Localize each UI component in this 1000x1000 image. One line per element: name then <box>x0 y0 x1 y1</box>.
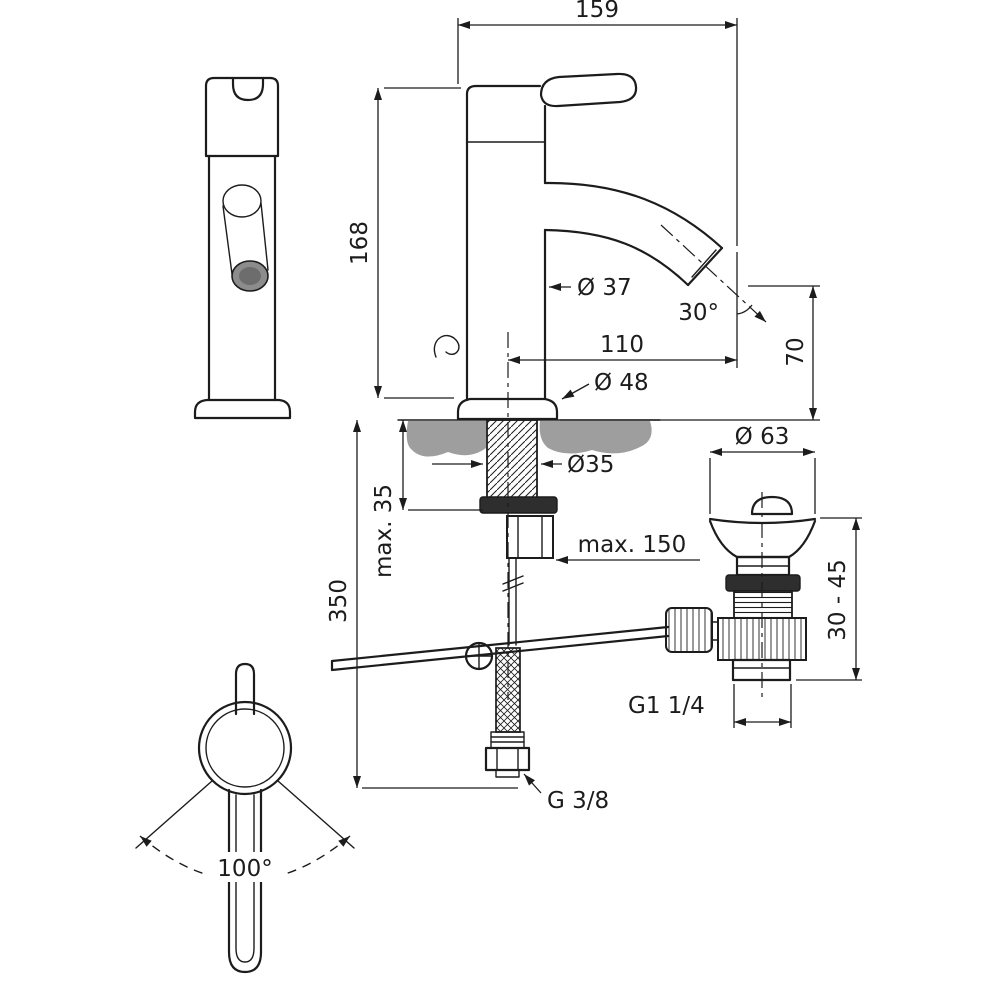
side-body-left <box>465 84 542 402</box>
thread-supply-label: G 3/8 <box>547 788 609 814</box>
dim-168: 168 <box>347 87 461 399</box>
deck-section-left <box>406 421 486 457</box>
range-waste-label: 30 - 45 <box>825 559 851 640</box>
dia-base-label: Ø 48 <box>594 370 649 396</box>
dim-base-diameter: Ø 48 <box>561 370 649 400</box>
side-base-flange <box>456 397 559 421</box>
front-aerator <box>239 267 261 285</box>
hose-collar-lines <box>490 736 525 743</box>
installation-view <box>330 332 719 778</box>
dim-body-diameter: Ø 37 <box>549 275 632 301</box>
thread-waste-label: G1 1/4 <box>628 693 705 719</box>
topview-lever <box>234 662 256 716</box>
side-spout-bottom <box>543 228 690 287</box>
dim-159: 159 <box>457 0 738 246</box>
mounting-nut <box>506 515 554 559</box>
dim-168-label: 168 <box>347 221 373 265</box>
topview-body-circle <box>197 700 293 796</box>
front-spout-tube <box>222 202 269 275</box>
waste-seal <box>725 574 801 592</box>
pop-up-rod <box>508 557 517 646</box>
dia-shank-label: Ø35 <box>567 452 614 478</box>
side-view <box>433 72 724 421</box>
side-spout-face <box>686 246 724 287</box>
top-view-swivel <box>135 662 355 974</box>
side-spout-aerator <box>691 249 717 278</box>
dimensions: 159 168 Ø 37 30° 110 70 Ø 48 <box>208 0 862 882</box>
max-rod-label: max. 150 <box>578 532 687 558</box>
swivel-limit-lines <box>135 780 355 849</box>
hose-collar <box>490 731 525 749</box>
front-body <box>207 154 277 402</box>
angle-spout-label: 30° <box>678 300 719 326</box>
waste-plug-knob <box>750 495 794 516</box>
front-spout-root <box>222 184 262 218</box>
dim-supply-thread: G 3/8 <box>523 773 609 814</box>
dim-159-label: 159 <box>575 0 619 23</box>
dia-waste-label: Ø 63 <box>735 424 790 450</box>
waste-threaded-section <box>733 590 793 619</box>
dim-swivel-angle: 100° <box>208 852 282 882</box>
side-spout-top <box>543 181 724 250</box>
topview-inner-circle <box>205 708 285 788</box>
topview-spout <box>227 788 263 974</box>
dia-body-label: Ø 37 <box>577 275 632 301</box>
supply-hose <box>495 647 521 733</box>
dim-waste-diameter: Ø 63 <box>709 424 816 514</box>
angle-swivel-label: 100° <box>217 856 272 882</box>
rod-knurled-knob <box>665 607 713 653</box>
topview-spout-inner <box>235 794 255 963</box>
dim-shank-diameter: Ø35 <box>432 452 614 478</box>
swivel-label-mask <box>208 852 282 882</box>
hose-nut <box>484 746 531 772</box>
dim-spout-angle: 30° <box>660 224 767 326</box>
dim-350: 350 <box>326 420 518 789</box>
dim-waste-range: 30 - 45 <box>796 517 862 681</box>
side-lever-handle <box>539 72 638 108</box>
max-deck-label: max. 35 <box>371 484 397 578</box>
dim-max-deck: max. 35 <box>371 420 483 578</box>
dim-waste-thread: G1 1/4 <box>628 684 792 728</box>
seal-washer <box>479 496 558 514</box>
dim-70-label: 70 <box>783 337 809 366</box>
dim-110-label: 110 <box>600 332 644 358</box>
dim-70: 70 <box>560 285 820 421</box>
dim-110: 110 <box>508 252 738 368</box>
hose-nut-facets <box>496 747 519 771</box>
front-handle-block <box>204 76 280 158</box>
hose-tip <box>495 769 520 778</box>
front-handle-slot <box>231 76 265 102</box>
drain-assembly <box>708 492 817 700</box>
front-base-flange <box>193 398 292 420</box>
dim-max-rod: max. 150 <box>556 532 700 564</box>
front-view <box>193 76 292 420</box>
mounting-nut-facets <box>517 515 543 559</box>
deck-section-right <box>539 421 652 454</box>
rod-break-marks <box>502 575 524 592</box>
dim-350-label: 350 <box>326 579 352 623</box>
pull-rod-hook <box>433 334 460 358</box>
